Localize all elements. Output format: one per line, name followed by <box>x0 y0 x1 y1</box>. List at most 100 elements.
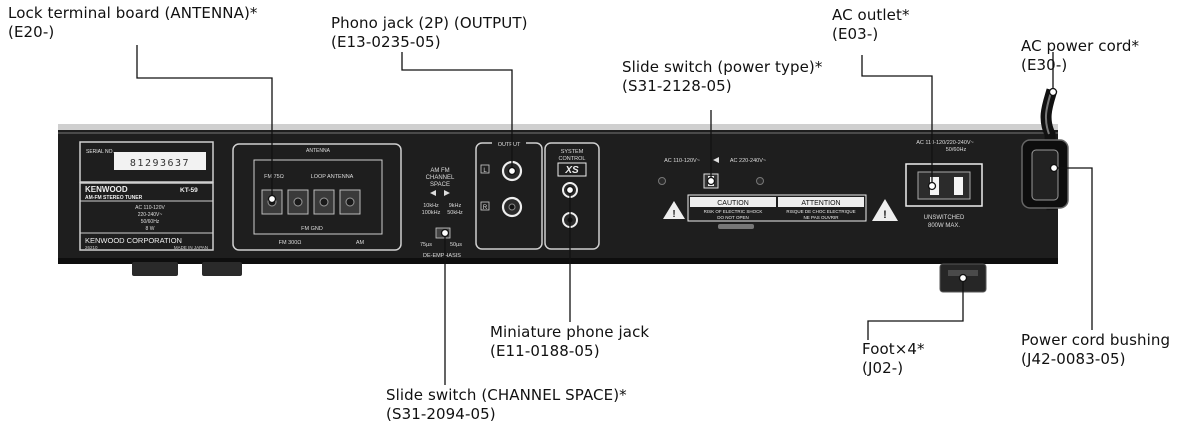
power-type-left-label: AC 110-120V~ <box>664 158 700 164</box>
antenna-fm-label: FM 75Ω <box>264 174 284 180</box>
caution-title-en: CAUTION <box>717 200 749 207</box>
antenna-loop-label: LOOP ANTENNA <box>311 174 354 180</box>
rating-line-3: 50/60Hz <box>141 219 160 225</box>
endpoint-ac-outlet <box>927 181 937 191</box>
caution-text-en-2: DO NOT OPEN <box>717 215 748 220</box>
leader-lock-terminal <box>136 45 273 196</box>
callout-miniature-jack-code: (E11-0188-05) <box>490 342 600 360</box>
endpoint-power-cord <box>1048 87 1058 97</box>
endpoint-power-switch <box>706 176 716 186</box>
leader-lines <box>136 45 1093 385</box>
antenna-fm300-label: FM 300Ω <box>279 240 302 246</box>
origin-label: MADE IN JAPAN <box>174 245 208 250</box>
endpoint-bushing <box>1049 163 1059 173</box>
output-section: OUTPUT L R <box>475 138 543 250</box>
caution-text-fr-1: RISQUE DE CHOC ELECTRIQUE <box>786 209 855 214</box>
antenna-title: ANTENNA <box>306 148 331 154</box>
callout-cord-bushing: Power cord bushing (J42-0083-05) <box>1021 331 1170 369</box>
ac-outlet-section: AC 110-120/220-240V~ 50/60Hz UNSWITCHED … <box>905 140 983 229</box>
output-left-label: L <box>483 168 487 174</box>
rating-plate: KENWOOD KT-59 AM-FM STEREO TUNER AC 110-… <box>79 182 214 251</box>
power-type-right-label: AC 220-240V~ <box>730 158 766 164</box>
callout-phono-jack-name: Phono jack (2P) (OUTPUT) <box>331 14 528 32</box>
chassis <box>58 124 1058 264</box>
callout-ac-power-cord-name: AC power cord* <box>1021 37 1140 55</box>
brand-label: KENWOOD <box>85 185 128 194</box>
emphasis-option-1: 75µs <box>420 242 432 248</box>
callout-foot-name: Foot×4* <box>862 340 925 358</box>
serial-number: 81293637 <box>130 158 190 169</box>
caution-text-fr-2: NE PAS OUVRIR <box>804 215 840 220</box>
antenna-am-label: AM <box>356 240 365 246</box>
chassis-body <box>58 130 1058 262</box>
product-type-label: AM-FM STEREO TUNER <box>85 195 143 201</box>
power-cord <box>1021 88 1069 211</box>
foot-left-inner <box>202 262 242 276</box>
ac-outlet-bottom-1: UNSWITCHED <box>924 215 965 221</box>
callout-ac-outlet-code: (E03-) <box>832 25 879 43</box>
callout-ac-outlet-name: AC outlet* <box>832 6 910 24</box>
channel-space-right-1: 9kHz <box>449 203 462 209</box>
output-title: OUTPUT <box>498 142 521 148</box>
antenna-gnd-label: FM GND <box>301 226 323 232</box>
callout-phono-jack-code: (E13-0235-05) <box>331 33 441 51</box>
endpoint-phono-jack <box>507 166 517 176</box>
callout-slide-switch-channel-code: (S31-2094-05) <box>386 405 496 423</box>
serial-label: SERIAL NO. <box>86 149 114 155</box>
callout-lock-terminal-name: Lock terminal board (ANTENNA)* <box>8 4 258 22</box>
callout-foot: Foot×4* (J02-) <box>862 340 925 378</box>
ac-outlet-sub-label: 50/60Hz <box>946 147 967 153</box>
chassis-bottom-edge <box>58 258 1058 264</box>
caution-text-en-1: RISK OF ELECTRIC SHOCK <box>704 209 763 214</box>
channel-space-left-2: 100kHz <box>422 210 441 216</box>
system-control-badge: XS <box>564 165 579 176</box>
channel-space-title-1: AM FM <box>430 168 449 174</box>
endpoint-foot <box>958 273 968 283</box>
callout-cord-bushing-name: Power cord bushing <box>1021 331 1171 349</box>
callout-lock-terminal: Lock terminal board (ANTENNA)* (E20-) <box>8 4 258 42</box>
warning-right-icon <box>872 199 898 221</box>
maker-code: 26210 <box>85 245 98 250</box>
svg-text:!: ! <box>883 209 887 221</box>
output-right-label: R <box>483 205 488 211</box>
channel-space-title-3: SPACE <box>430 182 450 188</box>
callout-foot-code: (J02-) <box>862 359 904 377</box>
rating-line-4: 8 W <box>146 226 155 232</box>
callout-ac-power-cord-code: (E30-) <box>1021 56 1068 74</box>
callout-lock-terminal-code: (E20-) <box>8 23 55 41</box>
system-control-title-2: CONTROL <box>559 156 586 162</box>
leader-phono-jack <box>401 52 513 171</box>
serial-label-plate: SERIAL NO. 81293637 <box>79 141 214 183</box>
rating-line-2: 220-240V~ <box>138 212 163 218</box>
callout-miniature-jack-name: Miniature phone jack <box>490 323 650 341</box>
chassis-top-edge <box>58 124 1058 132</box>
channel-space-title-2: CHANNEL <box>426 175 455 181</box>
callout-phono-jack: Phono jack (2P) (OUTPUT) (E13-0235-05) <box>331 14 528 52</box>
model-label: KT-59 <box>180 187 198 194</box>
channel-space-right-2: 50kHz <box>447 210 463 216</box>
leader-ac-outlet <box>861 55 933 186</box>
feet <box>132 262 987 293</box>
leader-foot <box>867 276 964 340</box>
emphasis-title: DE-EMPHASIS <box>423 253 461 259</box>
caution-label: ! CAUTION ATTENTION RISK OF ELECTRIC SHO… <box>663 194 898 229</box>
system-control-title-1: SYSTEM <box>561 149 584 155</box>
callout-miniature-jack: Miniature phone jack (E11-0188-05) <box>490 323 649 361</box>
caution-title-fr: ATTENTION <box>801 200 840 207</box>
warning-left-icon <box>663 201 685 219</box>
callout-slide-switch-channel-name: Slide switch (CHANNEL SPACE)* <box>386 386 627 404</box>
endpoint-channel-switch <box>440 228 450 238</box>
callout-slide-switch-power-name: Slide switch (power type)* <box>622 58 823 76</box>
channel-space-left-1: 10kHz <box>423 203 439 209</box>
ac-outlet-top-label: AC 110-120/220-240V~ <box>916 140 974 146</box>
rating-line-1: AC 110-120V <box>135 205 165 211</box>
foot-left <box>132 262 178 276</box>
foot-right-highlight <box>948 270 978 276</box>
callout-ac-outlet: AC outlet* (E03-) <box>832 6 910 44</box>
svg-text:!: ! <box>672 209 675 220</box>
ac-outlet-bottom-2: 800W MAX. <box>928 223 960 229</box>
callout-slide-switch-power: Slide switch (power type)* (S31-2128-05) <box>622 58 822 96</box>
leader-endpoints <box>267 87 1059 283</box>
endpoint-lock-terminal <box>267 194 277 204</box>
antenna-section: ANTENNA FM 75Ω LOOP ANTENNA FM GND FM 30… <box>232 143 402 251</box>
